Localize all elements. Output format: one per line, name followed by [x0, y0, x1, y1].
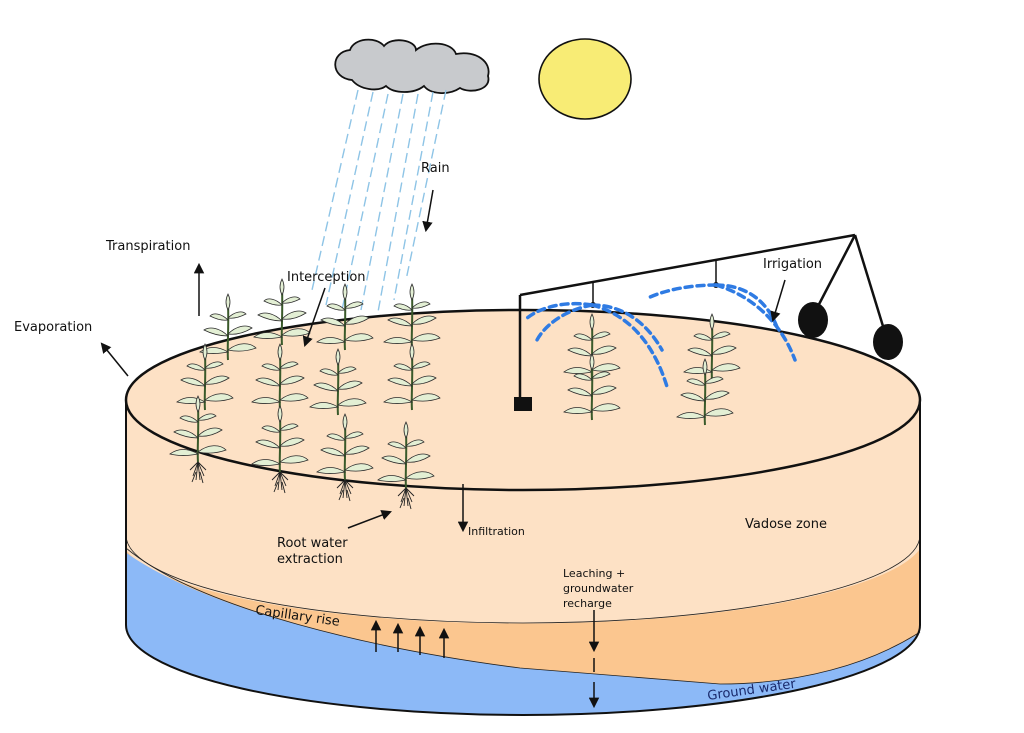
infiltration-label: Infiltration: [468, 525, 525, 538]
flux-arrows: [100, 189, 786, 709]
rain-label: Rain: [421, 161, 450, 176]
irrigation-label: Irrigation: [763, 257, 822, 272]
leaching-label-line2: groundwater: [563, 582, 634, 595]
cloud-icon: [334, 38, 490, 94]
leaching-label-line3: recharge: [563, 597, 612, 610]
interception-label: Interception: [287, 270, 366, 285]
transpiration-label: Transpiration: [105, 239, 190, 254]
root-water-extraction-label-line1: Root water: [277, 536, 348, 551]
ground-water-layer: [126, 548, 920, 715]
vadose-zone-label: Vadose zone: [745, 517, 827, 532]
leaching-label-line1: Leaching +: [563, 567, 625, 580]
irrigation-spray: [523, 283, 797, 392]
sun-icon: [538, 38, 632, 120]
center-pivot-irrigation-icon: [514, 233, 903, 411]
rain-streaks: [311, 89, 447, 316]
evaporation-label: Evaporation: [14, 320, 92, 335]
root-water-extraction-label-line2: extraction: [277, 552, 343, 567]
